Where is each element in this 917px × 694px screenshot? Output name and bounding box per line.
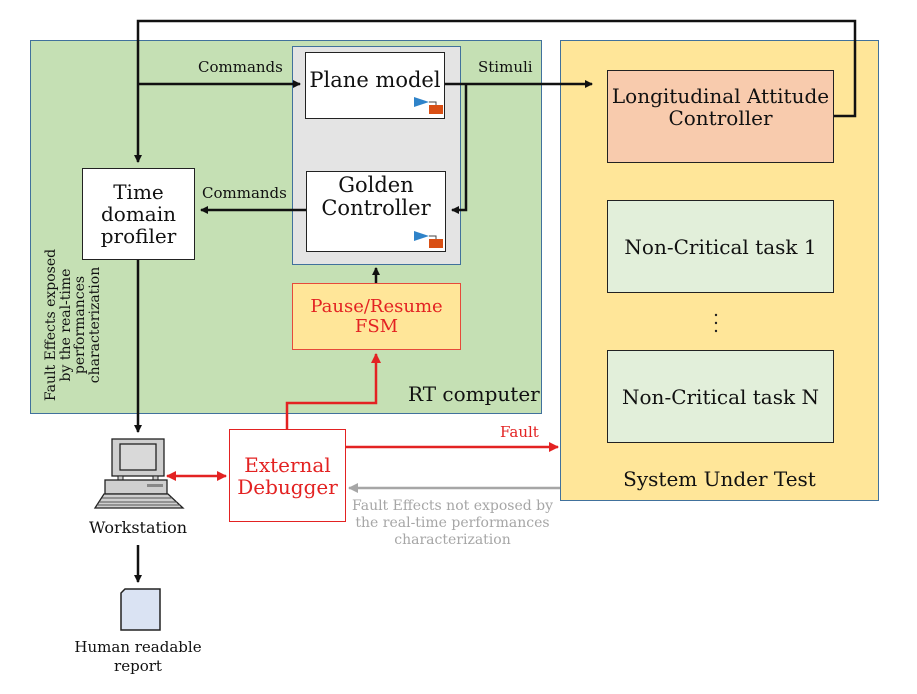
rt-computer-label: RT computer [408,382,540,406]
tdp-line2: domain [100,202,176,226]
not-exposed-line1: Fault Effects not exposed by [351,498,554,514]
tdp-line1: Time [113,180,164,204]
fault-effects-exposed-label: Fault Effects exposed by the real-time p… [43,240,104,410]
report-line1: Human readable [74,638,202,656]
fault-label: Fault [500,423,539,441]
non-critical-task-n-block: Non-Critical task N [607,350,834,443]
workstation-computer-icon [93,438,185,509]
simulink-icon [414,97,443,114]
longitudinal-attitude-controller-block: Longitudinal Attitude Controller [607,70,834,163]
plane-model-block: Plane model [305,52,445,119]
not-exposed-line3: characterization [394,531,511,548]
stimuli-label: Stimuli [478,58,533,76]
feedback-wire [134,19,857,163]
report-label: Human readable report [68,638,208,676]
exposed-line1: Fault Effects exposed [43,248,59,402]
report-document-icon [120,588,161,631]
exposed-line4: characterization [87,266,104,384]
report-line2: report [114,656,162,675]
tdp-line3: profiler [100,224,177,248]
fsm-line2: FSM [354,315,399,337]
non-critical-task-1-block: Non-Critical task 1 [607,200,834,293]
pause-resume-fsm-block: Pause/Resume FSM [292,283,461,350]
debugger-line2: Debugger [237,474,338,499]
exposed-line3: performances [72,275,89,375]
golden-controller-block: Golden Controller [306,171,446,252]
lac-line1: Longitudinal Attitude [611,83,830,108]
plane-to-golden-wire [451,84,468,214]
workstation-label: Workstation [89,518,187,537]
external-debugger-block: External Debugger [229,429,346,522]
commands-label-mid: Commands [202,184,287,202]
commands-label-top: Commands [198,58,283,76]
golden-controller-line2: Controller [321,196,431,221]
plane-model-label: Plane model [309,67,441,92]
debugger-line1: External [244,452,331,477]
nctn-label: Non-Critical task N [622,384,819,409]
ellipsis-dots [714,313,718,333]
lac-line2: Controller [668,105,773,130]
fsm-line1: Pause/Resume [310,295,443,317]
golden-controller-line1: Golden [338,173,414,197]
system-under-test-label: System Under Test [623,467,816,491]
simulink-icon [414,231,443,248]
debugger-to-fsm-wire [285,353,381,429]
exposed-line2: by the real-time [57,268,74,382]
not-exposed-line2: the real-time performances [355,514,550,531]
fault-effects-not-exposed-label: Fault Effects not exposed by the real-ti… [345,498,560,548]
time-domain-profiler-block: Time domain profiler [82,168,195,260]
nct1-label: Non-Critical task 1 [624,234,817,259]
